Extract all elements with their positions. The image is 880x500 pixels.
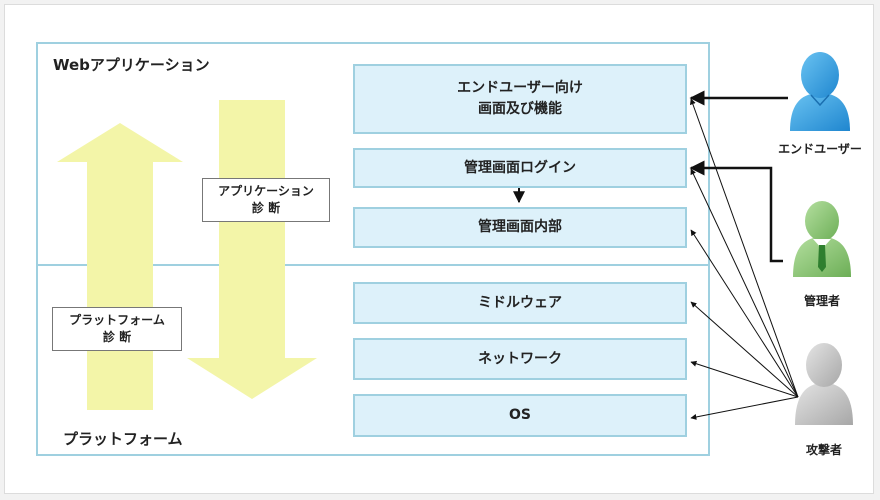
platform-layer-label: プラットフォーム (63, 430, 183, 448)
end-user-functions-line-1: エンドユーザー向け (457, 80, 583, 96)
attack-arrow-6 (690, 396, 799, 420)
end-user-label: エンドユーザー (778, 142, 862, 156)
web-application-layer-label: Webアプリケーション (53, 56, 210, 74)
middleware-box: ミドルウェア (353, 282, 687, 324)
diagram-canvas: Webアプリケーション プラットフォーム アプリケーション診 断 プラットフォー… (4, 4, 874, 494)
attack-arrow-3 (690, 229, 799, 398)
application-diagnosis-line-2: 診 断 (251, 201, 281, 215)
application-down-arrow (187, 100, 317, 399)
admin-arrow (689, 160, 783, 263)
platform-diagnosis-line-1: プラットフォーム (69, 313, 165, 327)
attack-arrow-5 (690, 360, 799, 398)
attack-arrow-1 (690, 98, 799, 398)
platform-diagnosis-line-2: 診 断 (102, 330, 132, 344)
admin-internal-box: 管理画面内部 (353, 207, 687, 248)
admin-icon (793, 201, 851, 277)
os-box: OS (353, 394, 687, 437)
end-user-functions-box: エンドユーザー向け画面及び機能 (353, 64, 687, 134)
attack-arrow-2 (690, 168, 799, 398)
network-box: ネットワーク (353, 338, 687, 380)
attacker-label: 攻撃者 (805, 443, 842, 457)
application-diagnosis-tag: アプリケーション診 断 (202, 178, 330, 222)
admin-label: 管理者 (803, 294, 840, 308)
end-user-icon (790, 52, 850, 131)
attacker-icon (795, 343, 853, 425)
end-user-functions-line-2: 画面及び機能 (477, 101, 562, 117)
attack-arrow-4 (690, 301, 799, 398)
application-diagnosis-line-1: アプリケーション (218, 184, 314, 198)
admin-login-box: 管理画面ログイン (353, 148, 687, 188)
platform-diagnosis-tag: プラットフォーム診 断 (52, 307, 182, 351)
